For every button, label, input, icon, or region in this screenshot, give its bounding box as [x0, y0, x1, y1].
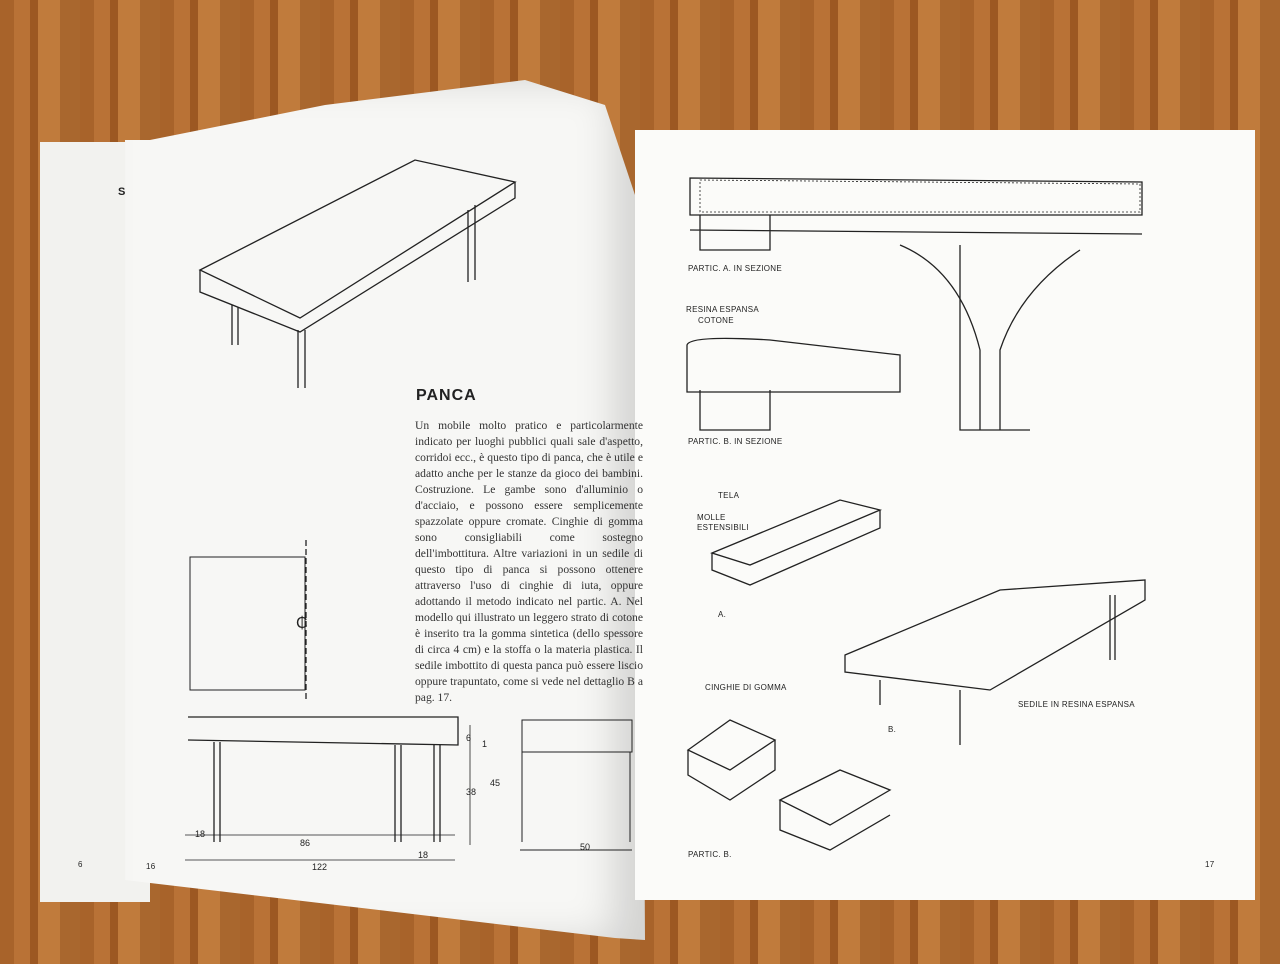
page-number-left: 16 [146, 862, 156, 871]
dimension-1: 1 [482, 739, 488, 749]
dimension-45: 45 [490, 778, 501, 788]
label-sedile-resina: SEDILE IN RESINA ESPANSA [1018, 700, 1135, 709]
dimension-6: 6 [466, 733, 472, 743]
label-b: B. [888, 725, 897, 734]
centerline-symbol: ₵ [296, 615, 308, 632]
right-page [635, 130, 1255, 900]
exploded-bench-drawings [686, 499, 1146, 851]
dimension-50: 50 [580, 842, 591, 852]
page-number-right: 17 [1205, 860, 1215, 869]
bench-top-view [189, 540, 307, 700]
label-molle: MOLLE [697, 513, 726, 522]
label-partic-b-sezione: PARTIC. B. IN SEZIONE [688, 437, 783, 446]
body-paragraph: Un mobile molto pratico e particolarment… [415, 419, 643, 704]
label-partic-b: PARTIC. B. [688, 850, 732, 859]
label-tela: TELA [718, 491, 740, 500]
bench-side-view [520, 719, 633, 851]
section-a-drawing [689, 177, 1143, 430]
dimension-18-left: 18 [195, 829, 206, 839]
page-title: PANCA [416, 387, 477, 404]
dimension-18-right: 18 [418, 850, 429, 860]
section-b-drawing [686, 245, 1030, 431]
label-estensibili: ESTENSIBILI [697, 523, 749, 532]
left-page [125, 80, 645, 940]
dimension-86: 86 [300, 838, 311, 848]
label-resina-espansa: RESINA ESPANSA [686, 305, 759, 314]
bench-front-view [185, 716, 471, 861]
bench-perspective-drawing [198, 159, 517, 388]
dimension-38: 38 [466, 787, 477, 797]
back-page-number: 6 [78, 860, 83, 869]
label-cotone: COTONE [698, 316, 734, 325]
label-cinghie-di-gomma: CINGHIE DI GOMMA [705, 683, 787, 692]
label-a: A. [718, 610, 727, 619]
label-partic-a-sezione: PARTIC. A. IN SEZIONE [688, 264, 783, 273]
dimension-122: 122 [312, 862, 328, 872]
